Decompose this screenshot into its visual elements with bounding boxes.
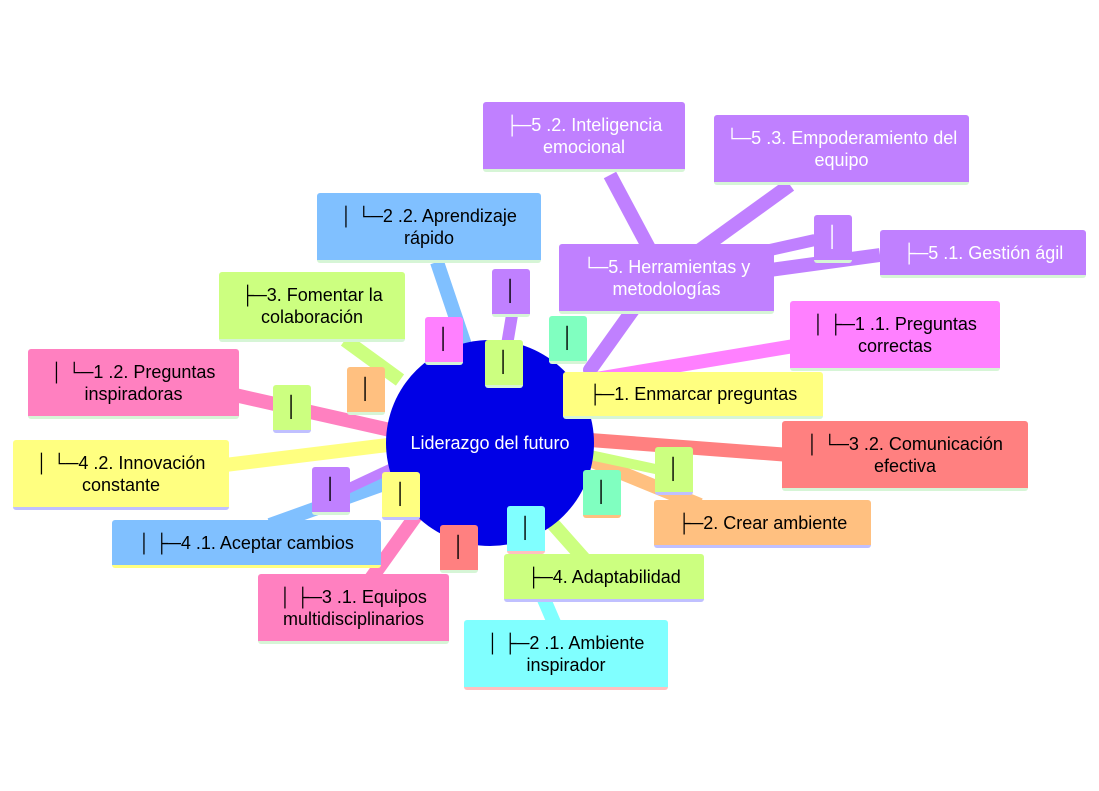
node-preguntas-inspiradoras[interactable]: │ └─1 .2. Preguntas inspiradoras — [28, 349, 239, 419]
node-empoderamiento-equipo[interactable]: └─5 .3. Empoderamiento del equipo — [714, 115, 969, 185]
link-s8 — [588, 450, 662, 475]
stub-connector: │ — [492, 269, 530, 317]
node-inteligencia-emocional[interactable]: ├─5 .2. Inteligencia emocional — [483, 102, 685, 172]
stub-connector: │ — [814, 215, 852, 263]
stub-connector: │ — [583, 470, 621, 518]
node-adaptabilidad[interactable]: ├─4. Adaptabilidad — [504, 554, 704, 602]
stub-connector: │ — [655, 447, 693, 495]
stub-connector: │ — [507, 506, 545, 554]
node-comunicacion-efectiva[interactable]: │ └─3 .2. Comunicación efectiva — [782, 421, 1028, 491]
node-herramientas-metodologias[interactable]: └─5. Herramientas y metodologías — [559, 244, 774, 314]
stub-connector: │ — [347, 367, 385, 415]
node-gestion-agil[interactable]: ├─5 .1. Gestión ágil — [880, 230, 1086, 278]
node-enmarcar-preguntas[interactable]: ├─1. Enmarcar preguntas — [563, 372, 823, 419]
stub-connector: │ — [549, 316, 587, 364]
stub-connector: │ — [440, 525, 478, 573]
node-equipos-multidisciplinarios[interactable]: │ ├─3 .1. Equipos multidisciplinarios — [258, 574, 449, 644]
link-1-2 — [233, 388, 392, 437]
node-innovacion-constante[interactable]: │ └─4 .2. Innovación constante — [13, 440, 229, 510]
link-3-1 — [364, 505, 426, 585]
stub-connector: │ — [485, 340, 523, 388]
link-s10 — [342, 463, 395, 495]
link-5-2 — [603, 171, 657, 254]
stub-connector: │ — [382, 472, 420, 520]
stub-connector: │ — [425, 317, 463, 365]
stub-connector: │ — [273, 385, 311, 433]
node-crear-ambiente[interactable]: ├─2. Crear ambiente — [654, 500, 871, 548]
node-aprendizaje-rapido[interactable]: │ └─2 .2. Aprendizaje rápido — [317, 193, 541, 263]
link-5-3 — [695, 179, 795, 256]
stub-connector: │ — [312, 467, 350, 515]
node-ambiente-inspirador[interactable]: │ ├─2 .1. Ambiente inspirador — [464, 620, 668, 690]
link-5-s — [768, 234, 817, 256]
link-4-2 — [224, 438, 389, 472]
node-fomentar-colaboracion[interactable]: ├─3. Fomentar la colaboración — [219, 272, 405, 342]
link-2 — [587, 453, 703, 512]
node-aceptar-cambios[interactable]: │ ├─4 .1. Aceptar cambios — [112, 520, 381, 568]
node-preguntas-correctas[interactable]: │ ├─1 .1. Preguntas correctas — [790, 301, 1000, 371]
link-3 — [340, 334, 405, 386]
